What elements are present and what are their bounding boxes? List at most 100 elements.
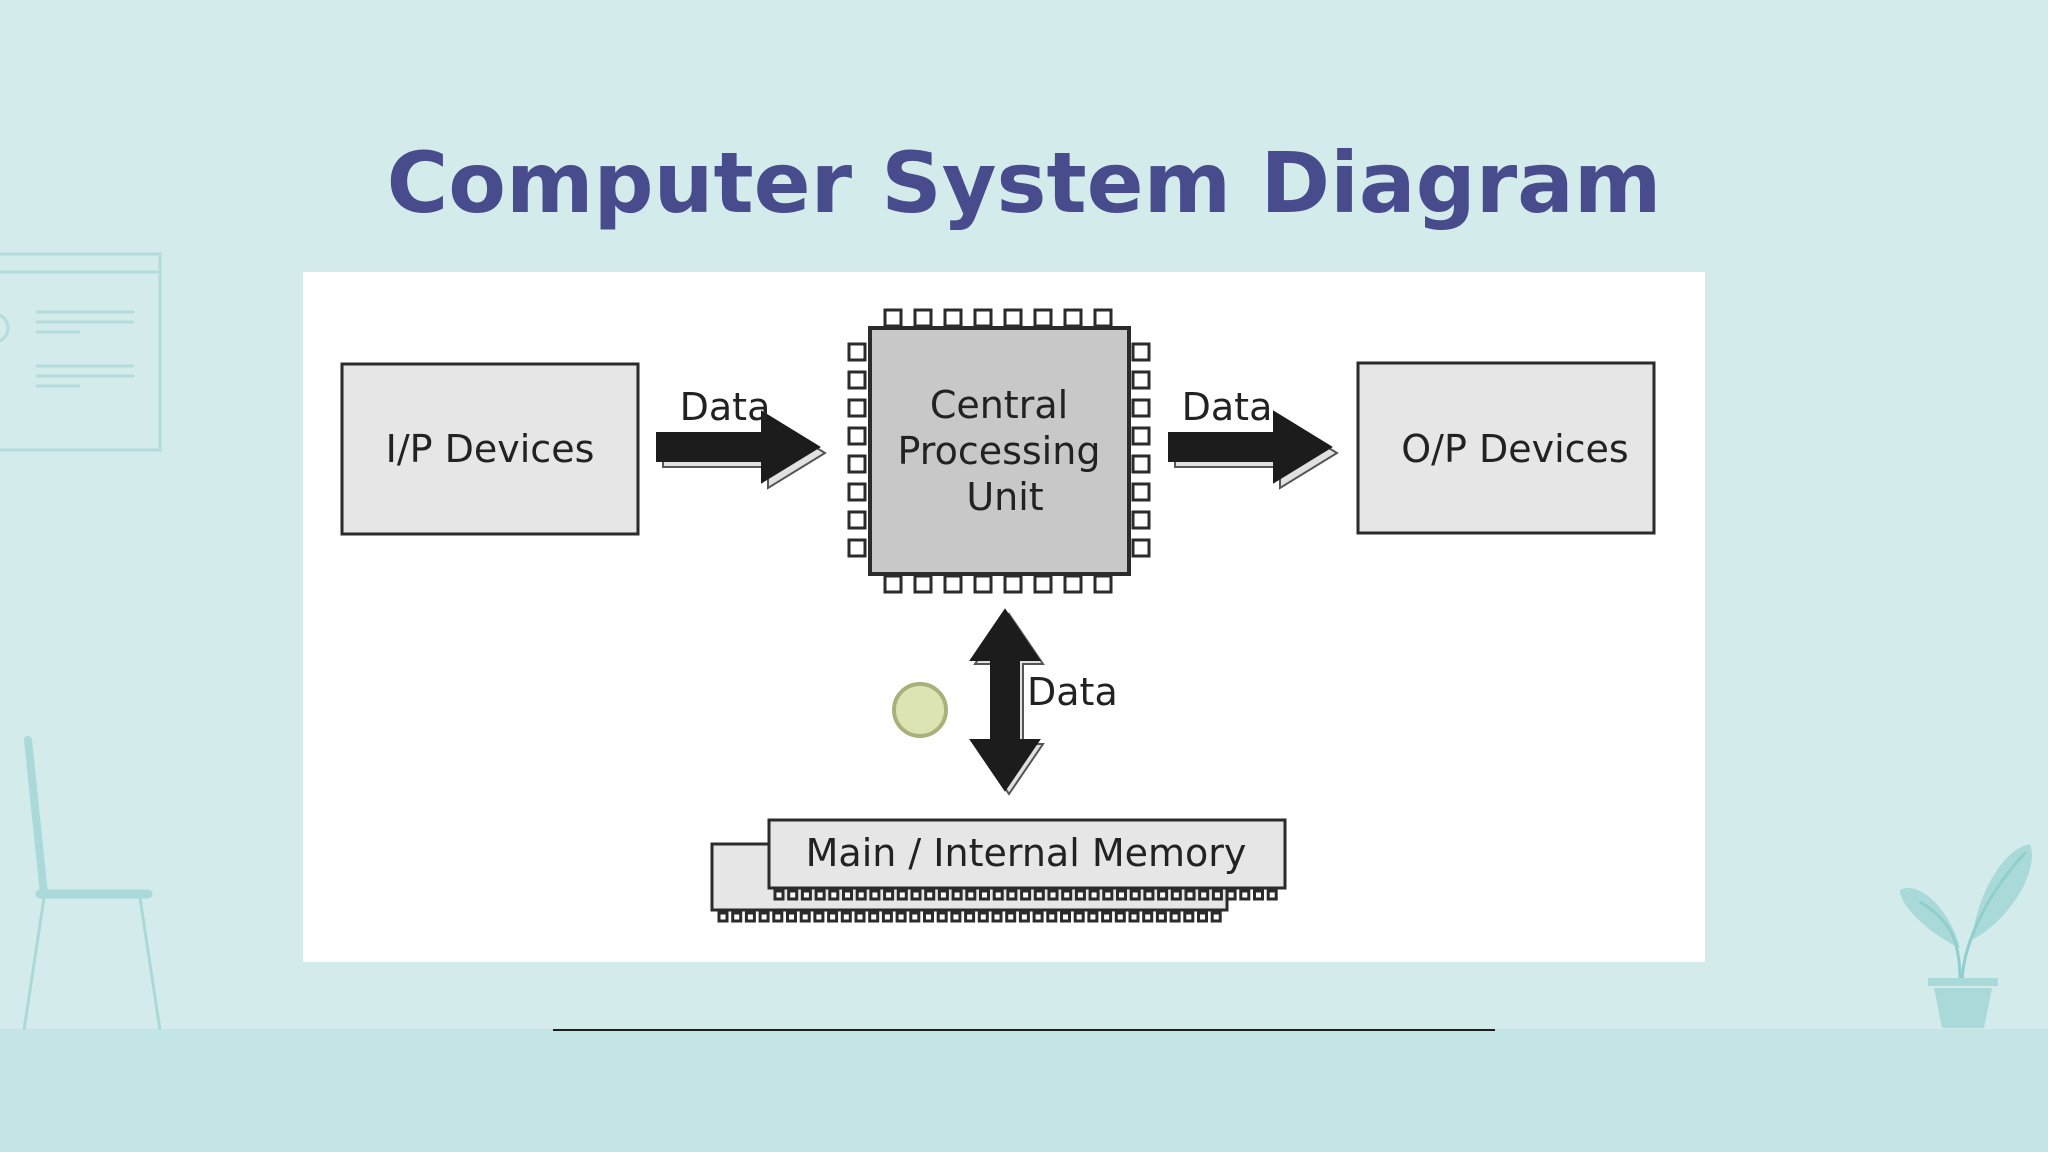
cpu-pin — [883, 574, 903, 594]
memory-pin — [1088, 889, 1100, 901]
memory-pin — [883, 889, 895, 901]
input-devices-label: I/P Devices — [386, 427, 595, 471]
footer-rule — [553, 1029, 1495, 1031]
memory-pin — [1047, 889, 1059, 901]
output-devices-label: O/P Devices — [1401, 427, 1628, 471]
cpu-pin — [847, 426, 867, 446]
cpu-pin — [973, 308, 993, 328]
floor-band — [0, 1029, 2048, 1152]
memory-pin — [1032, 911, 1044, 923]
memory-pin — [1183, 911, 1195, 923]
cpu-pin — [1131, 398, 1151, 418]
cpu-pin — [847, 454, 867, 474]
memory-pin — [772, 911, 784, 923]
memory-pin — [813, 911, 825, 923]
cpu-pins — [847, 308, 1151, 594]
cpu-pin — [1093, 308, 1113, 328]
cursor-marker — [892, 682, 948, 738]
memory-pin — [964, 911, 976, 923]
memory-pin — [1239, 889, 1251, 901]
memory-pin — [951, 889, 963, 901]
cpu-pin — [913, 574, 933, 594]
input-devices-box: I/P Devices — [340, 362, 640, 536]
memory-pin — [1155, 911, 1167, 923]
memory-pin — [828, 889, 840, 901]
cpu-pin — [1093, 574, 1113, 594]
plant-decoration — [1900, 844, 2032, 1028]
data-arrow-in: Data — [656, 385, 827, 490]
memory-pin — [814, 889, 826, 901]
cpu-pin — [1063, 308, 1083, 328]
memory-pin — [1129, 889, 1141, 901]
slide-title: Computer System Diagram — [386, 134, 1662, 232]
memory-pin — [1210, 911, 1222, 923]
cpu-pin — [1131, 370, 1151, 390]
memory-pin — [855, 889, 867, 901]
memory-pin — [977, 911, 989, 923]
cpu-pin — [1033, 574, 1053, 594]
memory-pins-back — [717, 911, 1222, 923]
memory-pin — [936, 911, 948, 923]
memory-pin — [1061, 889, 1073, 901]
cpu-pin — [1131, 454, 1151, 474]
data-arrow-out-label: Data — [1182, 385, 1273, 429]
memory-pin — [991, 911, 1003, 923]
memory-pin — [896, 889, 908, 901]
memory-pin — [1225, 889, 1237, 901]
memory-pin — [965, 889, 977, 901]
cpu-label-line3: Unit — [966, 475, 1043, 519]
memory-pin — [786, 911, 797, 923]
cpu-pin — [847, 342, 867, 362]
cpu-pin — [973, 574, 993, 594]
memory-pin — [992, 889, 1004, 901]
cpu-pin — [1131, 510, 1151, 530]
memory-pin — [1253, 889, 1264, 901]
cpu-pin — [1033, 308, 1053, 328]
cpu-pin — [1131, 342, 1151, 362]
memory-pin — [1142, 911, 1154, 923]
memory-pin — [1114, 911, 1126, 923]
data-arrow-out: Data — [1168, 385, 1339, 490]
memory-pin — [868, 911, 880, 923]
memory-pin — [1033, 889, 1045, 901]
data-arrow-memory: Data — [969, 608, 1118, 796]
memory-pin — [924, 889, 936, 901]
memory-pin — [1198, 889, 1210, 901]
diagram-panel: I/P Devices Data Central Processing Unit… — [303, 272, 1705, 962]
memory-pin — [923, 911, 934, 923]
cpu-pin — [913, 308, 933, 328]
memory-pin — [1102, 889, 1114, 901]
memory-pin — [840, 911, 852, 923]
cpu-pin — [1063, 574, 1083, 594]
cpu-pin — [847, 510, 867, 530]
memory-pin — [910, 889, 922, 901]
cpu-pin — [847, 398, 867, 418]
memory-pin — [1197, 911, 1208, 923]
memory-pin — [1116, 889, 1127, 901]
memory-pin — [1184, 889, 1196, 901]
memory-pin — [1073, 911, 1085, 923]
memory-pin — [1266, 889, 1278, 901]
memory-pin — [731, 911, 743, 923]
cpu-pin — [943, 308, 963, 328]
memory-pin — [881, 911, 893, 923]
cpu-chip: Central Processing Unit — [847, 308, 1151, 594]
memory-pin — [717, 911, 729, 923]
memory-pin — [950, 911, 962, 923]
memory-pin — [800, 889, 812, 901]
memory-pin — [854, 911, 866, 923]
memory-module: Main / Internal Memory — [710, 818, 1287, 923]
memory-pins-front — [773, 889, 1278, 901]
cpu-label-line2: Processing — [898, 429, 1101, 473]
memory-pin — [1169, 911, 1181, 923]
cpu-label-line1: Central — [930, 383, 1068, 427]
cpu-pin — [943, 574, 963, 594]
memory-pin — [1157, 889, 1169, 901]
memory-pin — [1060, 911, 1071, 923]
memory-pin — [799, 911, 811, 923]
memory-pin — [1087, 911, 1099, 923]
memory-pin — [744, 911, 756, 923]
memory-pin — [758, 911, 770, 923]
cpu-pin — [847, 482, 867, 502]
cpu-pin — [1003, 574, 1023, 594]
